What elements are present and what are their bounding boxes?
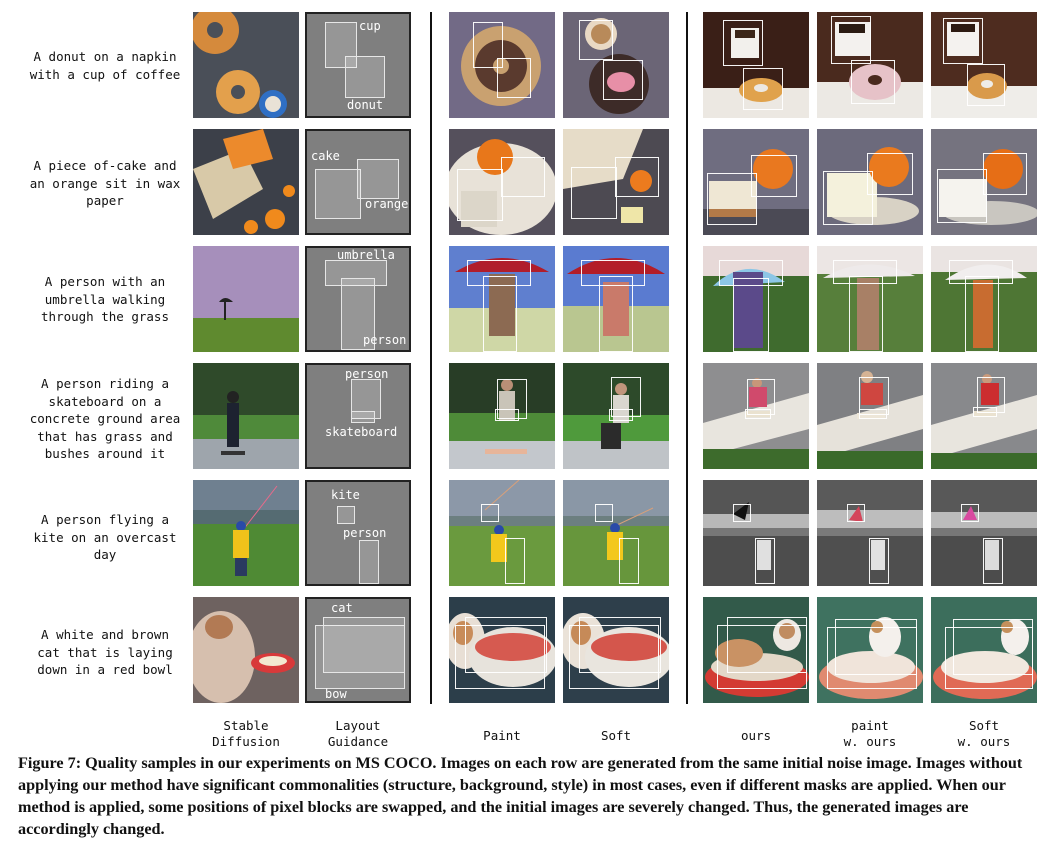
layout-box-cat (315, 625, 405, 689)
prompt-row-6: A white and brown cat that is laying dow… (37, 627, 173, 677)
image-paint-row4 (449, 363, 555, 469)
layout-label-cat: cat (331, 601, 353, 615)
image-soft-row1 (563, 12, 669, 118)
colhead-layout-guidance: Layout Guidance (327, 718, 389, 749)
colhead-soft: Soft (600, 728, 632, 743)
layout-box-cup (325, 22, 357, 68)
layout-row5: kite person (305, 480, 411, 586)
layout-row6: cat bow (305, 597, 411, 703)
image-ours-row1 (703, 12, 809, 118)
layout-label-donut: donut (347, 98, 384, 112)
image-sd-row4 (193, 363, 299, 469)
image-ours-row2 (703, 129, 809, 235)
image-paint-row2 (449, 129, 555, 235)
divider-right (686, 12, 688, 704)
image-soft-ours-row2 (931, 129, 1037, 235)
layout-row4: person skateboard (305, 363, 411, 469)
image-soft-row4 (563, 363, 669, 469)
image-ours-row3 (703, 246, 809, 352)
image-paint-ours-row3 (817, 246, 923, 352)
layout-row3: umbrella person (305, 246, 411, 352)
layout-box-cake (315, 169, 361, 219)
layout-label-cake: cake (311, 149, 340, 163)
image-soft-row3 (563, 246, 669, 352)
layout-box-kite (337, 506, 355, 524)
layout-row2: cake orange (305, 129, 411, 235)
layout-box-person-row4 (351, 379, 381, 419)
prompt-row-2: A piece of-cake and an orange sit in wax… (29, 158, 181, 208)
colhead-paint: Paint (483, 728, 521, 743)
image-paint-row6 (449, 597, 555, 703)
layout-box-umbrella (325, 260, 387, 286)
layout-label-kite: kite (331, 488, 360, 502)
layout-label-person-row4: person (345, 367, 389, 381)
layout-box-skateboard (351, 411, 375, 423)
layout-label-person: person (363, 333, 407, 347)
layout-box-person (341, 278, 375, 350)
image-sd-row3 (193, 246, 299, 352)
colhead-paint-w-ours: paint w. ours (843, 718, 897, 749)
image-ours-row4 (703, 363, 809, 469)
image-soft-ours-row1 (931, 12, 1037, 118)
figure-caption: Figure 7: Quality samples in our experim… (18, 754, 1023, 838)
layout-box-person-row5 (359, 540, 379, 584)
image-sd-row1 (193, 12, 299, 118)
layout-label-skateboard: skateboard (325, 425, 398, 439)
layout-box-orange (357, 159, 399, 199)
image-paint-row5 (449, 480, 555, 586)
layout-label-person-row5: person (343, 526, 387, 540)
layout-label-orange: orange (365, 197, 409, 211)
colhead-soft-w-ours: Soft w. ours (957, 718, 1011, 749)
image-soft-ours-row5 (931, 480, 1037, 586)
image-paint-ours-row6 (817, 597, 923, 703)
image-paint-ours-row4 (817, 363, 923, 469)
layout-box-bow (323, 617, 405, 673)
prompt-row-4: A person riding a skateboard on a concre… (29, 376, 181, 461)
image-sd-row2 (193, 129, 299, 235)
prompt-row-3: A person with an umbrella walking throug… (41, 274, 169, 324)
layout-label-bow: bow (325, 687, 347, 701)
image-soft-ours-row3 (931, 246, 1037, 352)
image-paint-ours-row2 (817, 129, 923, 235)
image-paint-row3 (449, 246, 555, 352)
image-soft-row5 (563, 480, 669, 586)
layout-label-cup: cup (359, 19, 381, 33)
prompt-row-1: A donut on a napkin with a cup of coffee (29, 49, 181, 82)
prompt-row-5: A person flying a kite on an overcast da… (33, 512, 177, 562)
image-paint-ours-row1 (817, 12, 923, 118)
image-soft-ours-row4 (931, 363, 1037, 469)
image-paint-row1 (449, 12, 555, 118)
image-paint-ours-row5 (817, 480, 923, 586)
image-soft-ours-row6 (931, 597, 1037, 703)
image-ours-row6 (703, 597, 809, 703)
image-ours-row5 (703, 480, 809, 586)
layout-box-donut (345, 56, 385, 98)
layout-row1: cup donut (305, 12, 411, 118)
image-sd-row6 (193, 597, 299, 703)
colhead-stable-diffusion: Stable Diffusion (212, 718, 280, 749)
image-sd-row5 (193, 480, 299, 586)
image-soft-row6 (563, 597, 669, 703)
divider-left (430, 12, 432, 704)
image-soft-row2 (563, 129, 669, 235)
colhead-ours: ours (740, 728, 772, 743)
layout-label-umbrella: umbrella (337, 248, 395, 262)
